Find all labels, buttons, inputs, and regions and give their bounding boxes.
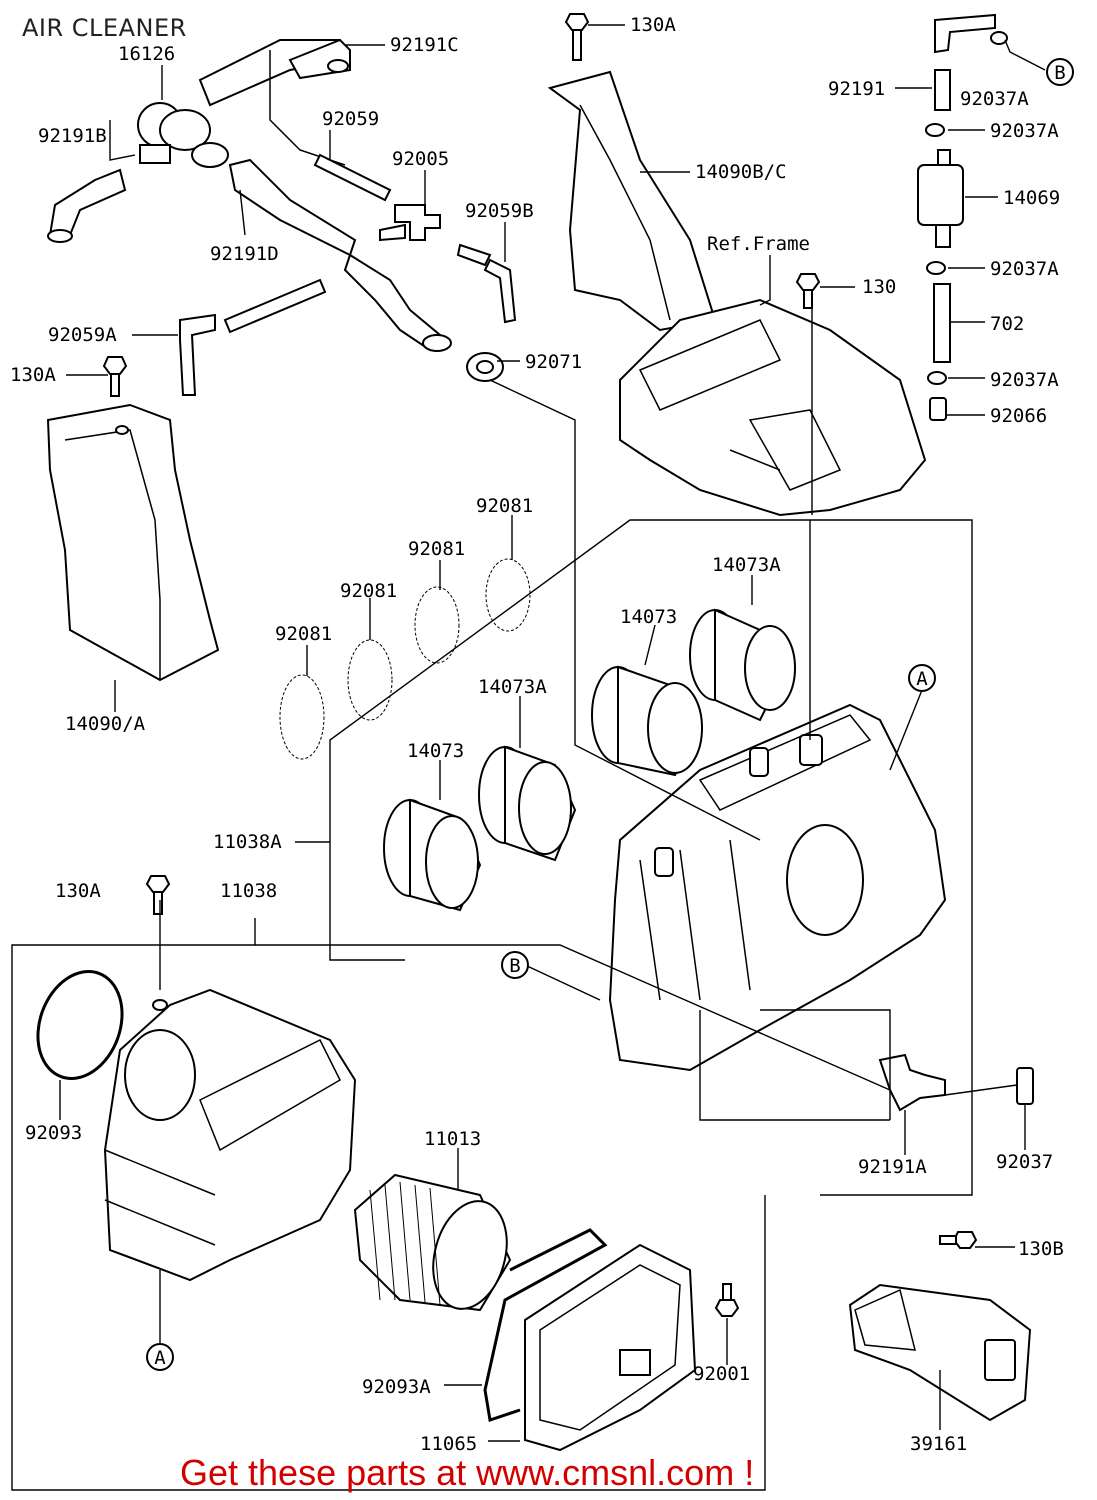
- label-92037a-2[interactable]: 92037A: [990, 120, 1059, 142]
- label-16126[interactable]: 16126: [118, 43, 175, 65]
- screw-92001[interactable]: [714, 1283, 740, 1317]
- bolt-130[interactable]: [795, 273, 821, 309]
- ref-circle-b-mid: B: [501, 951, 529, 979]
- clamp-92037a-3[interactable]: [926, 261, 946, 275]
- label-11013[interactable]: 11013: [424, 1128, 481, 1150]
- label-11038a[interactable]: 11038A: [213, 831, 282, 853]
- label-14073-1[interactable]: 14073: [620, 606, 677, 628]
- label-14073a-1[interactable]: 14073A: [712, 554, 781, 576]
- ref-frame: [619, 298, 927, 517]
- label-92081-3[interactable]: 92081: [408, 538, 465, 560]
- filter-14069[interactable]: [917, 149, 964, 248]
- label-92071[interactable]: 92071: [525, 351, 582, 373]
- label-130a-mid[interactable]: 130A: [55, 880, 101, 902]
- label-92005[interactable]: 92005: [392, 148, 449, 170]
- label-14073a-2[interactable]: 14073A: [478, 676, 547, 698]
- bolt-130a-left[interactable]: [102, 356, 128, 397]
- plug-92066[interactable]: [929, 397, 947, 421]
- label-14090a[interactable]: 14090/A: [65, 713, 146, 735]
- label-130a-top[interactable]: 130A: [630, 14, 676, 36]
- label-14073-2[interactable]: 14073: [407, 740, 464, 762]
- duct-14073a-2[interactable]: [478, 745, 577, 862]
- hose-92191[interactable]: [934, 13, 996, 111]
- label-92037a-3[interactable]: 92037A: [990, 258, 1059, 280]
- hose-702[interactable]: [933, 283, 951, 363]
- hose-92191b[interactable]: [47, 168, 127, 243]
- label-92081-2[interactable]: 92081: [340, 580, 397, 602]
- housing-11038[interactable]: [103, 988, 357, 1282]
- gasket-92093a[interactable]: [483, 1228, 608, 1422]
- filter-element-11013[interactable]: [353, 1173, 518, 1317]
- ref-circle-a-bottom: A: [146, 1343, 174, 1371]
- diagram-title: AIR CLEANER: [22, 14, 187, 42]
- label-92093[interactable]: 92093: [25, 1122, 82, 1144]
- clamp-92037a-4[interactable]: [927, 371, 947, 385]
- label-92037[interactable]: 92037: [996, 1151, 1053, 1173]
- hose-92059[interactable]: [313, 153, 392, 202]
- label-92081-4[interactable]: 92081: [476, 495, 533, 517]
- duct-14073-2[interactable]: [383, 798, 482, 912]
- ref-b-top-label: B: [1054, 62, 1065, 84]
- bolt-130b[interactable]: [939, 1231, 978, 1249]
- bolt-130a-mid[interactable]: [145, 875, 171, 915]
- label-92191c[interactable]: 92191C: [390, 34, 459, 56]
- ref-circle-b-top: B: [1046, 58, 1074, 86]
- label-14090bc[interactable]: 14090B/C: [695, 161, 787, 183]
- ref-circle-a-top: A: [908, 664, 936, 692]
- label-92191[interactable]: 92191: [828, 78, 885, 100]
- oring-92093[interactable]: [24, 960, 137, 1091]
- cover-14090a[interactable]: [46, 403, 220, 682]
- label-11065[interactable]: 11065: [420, 1433, 477, 1455]
- leader-lines: [11, 24, 1046, 1491]
- hose-92191d[interactable]: [228, 158, 452, 352]
- label-39161[interactable]: 39161: [910, 1433, 967, 1455]
- label-92081-1[interactable]: 92081: [275, 623, 332, 645]
- duct-14073-1[interactable]: [591, 665, 703, 777]
- ref-b-mid-label: B: [509, 955, 520, 977]
- clip-92037[interactable]: [1016, 1067, 1034, 1105]
- label-14069[interactable]: 14069: [1003, 187, 1060, 209]
- label-92059[interactable]: 92059: [322, 108, 379, 130]
- label-92191a[interactable]: 92191A: [858, 1156, 927, 1178]
- label-92059b[interactable]: 92059B: [465, 200, 534, 222]
- label-92037a-1[interactable]: 92037A: [960, 88, 1029, 110]
- label-92066[interactable]: 92066: [990, 405, 1047, 427]
- spring-92081-2[interactable]: [347, 639, 393, 721]
- elbow-92191a[interactable]: [878, 1053, 946, 1112]
- label-92037a-4[interactable]: 92037A: [990, 369, 1059, 391]
- ref-a-top-label: A: [916, 668, 928, 690]
- spring-92081-4[interactable]: [485, 558, 531, 632]
- footer-link-text[interactable]: Get these parts at www.cmsnl.com !: [180, 1452, 755, 1493]
- hose-92059b[interactable]: [456, 243, 517, 324]
- housing-11038a[interactable]: [608, 703, 947, 1072]
- bolt-130a-top[interactable]: [564, 13, 590, 61]
- duct-39161[interactable]: [848, 1283, 1032, 1422]
- ref-a-bottom-label: A: [154, 1347, 166, 1369]
- cover-14090bc[interactable]: [547, 70, 717, 332]
- spring-92081-3[interactable]: [414, 586, 460, 664]
- hose-92059a[interactable]: [179, 278, 327, 396]
- label-11038[interactable]: 11038: [220, 880, 277, 902]
- joint-92005[interactable]: [379, 204, 441, 242]
- valve-16126[interactable]: [137, 102, 229, 168]
- duct-14073a-1[interactable]: [689, 608, 796, 722]
- grommet-92071[interactable]: [466, 352, 504, 382]
- label-92093a[interactable]: 92093A: [362, 1376, 431, 1398]
- label-130[interactable]: 130: [862, 276, 896, 298]
- label-130a-left[interactable]: 130A: [10, 364, 56, 386]
- label-92059a[interactable]: 92059A: [48, 324, 117, 346]
- spring-92081-1[interactable]: [279, 674, 325, 760]
- label-92191d[interactable]: 92191D: [210, 243, 279, 265]
- label-130b[interactable]: 130B: [1018, 1238, 1064, 1260]
- label-702[interactable]: 702: [990, 313, 1024, 335]
- label-92191b[interactable]: 92191B: [38, 125, 107, 147]
- cover-11065[interactable]: [524, 1243, 697, 1452]
- label-92001[interactable]: 92001: [693, 1363, 750, 1385]
- clamp-92037a-1[interactable]: [925, 31, 1008, 137]
- label-ref-frame: Ref.Frame: [707, 233, 810, 255]
